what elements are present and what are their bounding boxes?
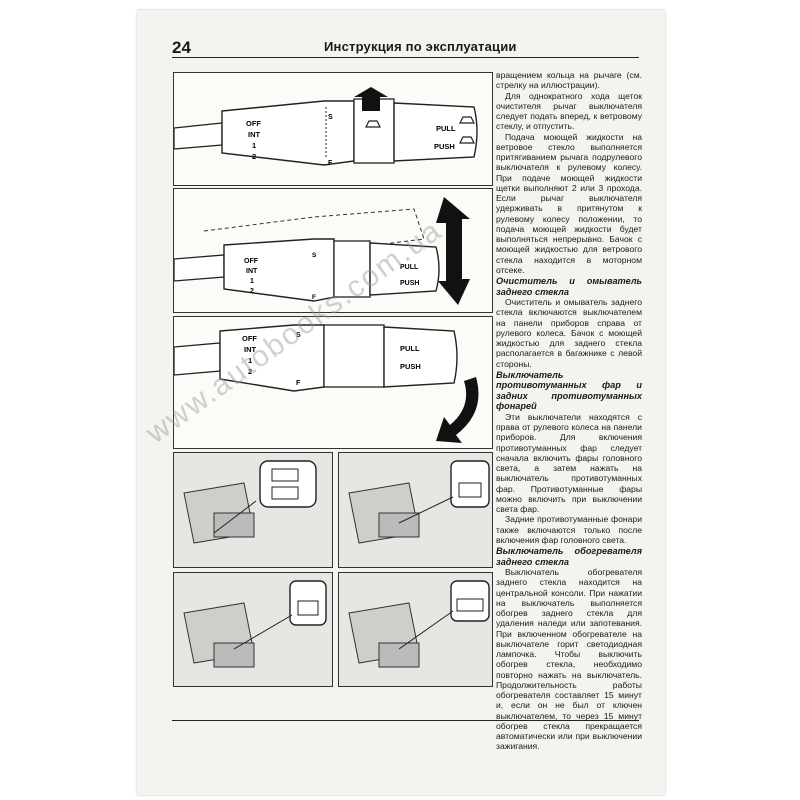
stalk-label-int: INT	[244, 345, 257, 354]
paragraph: Для однократного хода щеток очистителя р…	[496, 90, 642, 132]
stalk-label-2: 2	[250, 288, 254, 295]
section-heading: Очиститель и омыватель заднего стекла	[496, 276, 642, 297]
stalk-label-2: 2	[252, 152, 256, 161]
wiper-stalk-figure-2: OFF INT 1 2 S F PULL PUSH	[173, 188, 493, 313]
stalk-label-off: OFF	[246, 119, 261, 128]
paragraph: Эти выключатели находятся с права от рул…	[496, 411, 642, 514]
stalk-label-1: 1	[250, 278, 254, 285]
stalk-label-s: S	[328, 114, 333, 121]
page-title: Инструкция по эксплуатации	[324, 39, 517, 54]
stalk-label-off: OFF	[244, 258, 259, 265]
paragraph: Подача моющей жидкости на ветровое стекл…	[496, 131, 642, 275]
stalk-label-int: INT	[248, 130, 261, 139]
stalk-label-s: S	[296, 332, 301, 339]
stalk-label-int: INT	[246, 268, 258, 275]
stalk-label-f: F	[312, 294, 316, 301]
stalk-label-pull: PULL	[436, 124, 456, 133]
stalk-label-1: 1	[252, 141, 256, 150]
paragraph: Очиститель и омыватель заднего стекла вк…	[496, 297, 642, 369]
dashboard-figure-3	[173, 572, 333, 687]
stalk-label-push: PUSH	[400, 362, 421, 371]
wiper-stalk-figure-3: OFF INT 1 2 S F PULL PUSH	[173, 316, 493, 449]
paragraph: вращением кольца на рычаге (см. стрелку …	[496, 70, 642, 91]
stalk-label-pull: PULL	[400, 264, 419, 271]
stalk-label-push: PUSH	[434, 142, 455, 151]
stalk-label-2: 2	[248, 367, 252, 376]
stalk-label-pull: PULL	[400, 344, 420, 353]
paragraph: Выключатель обогревателя заднего стекла …	[496, 567, 642, 752]
page-number: 24	[172, 38, 191, 57]
washer-icon	[459, 116, 475, 124]
stalk-label-f: F	[328, 160, 333, 167]
section-heading: Выключатель обогревателя заднего стекла	[496, 546, 642, 567]
header-rule	[172, 57, 639, 58]
wiper-stalk-figure-1: OFF INT 1 2 S F PULL PUSH	[173, 72, 493, 186]
dashboard-figure-2	[338, 452, 493, 568]
stalk-label-off: OFF	[242, 334, 257, 343]
stalk-label-f: F	[296, 380, 301, 387]
stalk-label-s: S	[312, 252, 317, 259]
stalk-label-push: PUSH	[400, 280, 419, 287]
footer-rule	[172, 720, 639, 721]
dashboard-figure-4	[338, 572, 493, 687]
wiper-icon	[365, 120, 381, 128]
paragraph: Задние противотуманные фонари также вклю…	[496, 514, 642, 545]
section-heading: Выключатель противотуманных фар и задних…	[496, 369, 642, 412]
stalk-label-1: 1	[248, 356, 252, 365]
text-column: вращением кольца на рычаге (см. стрелку …	[496, 70, 642, 752]
dashboard-figure-1	[173, 452, 333, 568]
